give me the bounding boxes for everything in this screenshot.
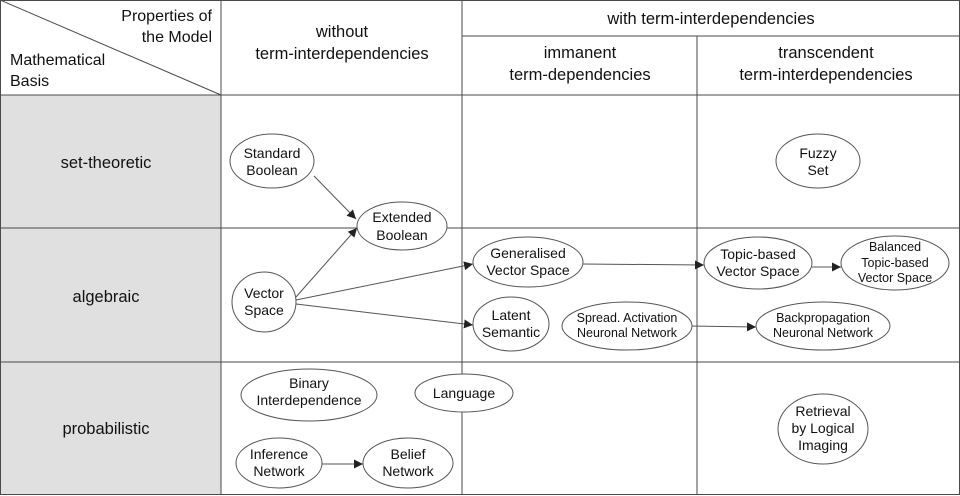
node-latent-semantic-line1: Latent (492, 307, 531, 323)
corner-diagonal (0, 0, 222, 96)
node-balanced-line2: Topic-based (861, 256, 928, 270)
node-inference-line2: Network (253, 463, 305, 479)
node-extended-boolean: Extended Boolean (356, 201, 448, 251)
node-belief-network: Belief Network (362, 437, 454, 489)
row-set-theoretic: set-theoretic (61, 154, 152, 172)
corner-properties-line1: Properties of (121, 8, 212, 25)
node-extended-boolean-line1: Extended (372, 209, 431, 225)
edge-generalised-to-topic-based (581, 260, 705, 270)
node-retrieval-line3: Imaging (798, 437, 848, 453)
node-generalised-vector-space: Generalised Vector Space (472, 236, 584, 288)
node-spread-activation-line2: Neuronal Network (577, 326, 678, 340)
corner-basis-line2: Basis (10, 73, 49, 90)
node-balanced-topic-based-vector-space: Balanced Topic-based Vector Space (840, 235, 950, 291)
node-language: Language (414, 373, 514, 413)
node-spread-activation-neuronal-network: Spread. Activation Neuronal Network (561, 301, 693, 351)
edge-standard-to-extended-boolean (313, 175, 357, 220)
node-spread-activation-line1: Spread. Activation (577, 311, 678, 325)
edges (295, 175, 841, 469)
node-fuzzy-set-line2: Set (807, 162, 828, 178)
node-vector-space-line2: Space (244, 302, 284, 318)
node-topic-based-line2: Vector Space (716, 263, 799, 279)
edge-vector-to-latent-semantic (295, 303, 474, 329)
node-backpropagation-line1: Backpropagation (776, 311, 870, 325)
node-standard-boolean-line1: Standard (244, 145, 301, 161)
corner-properties-line2: the Model (142, 29, 212, 46)
column-immanent-line2: term-dependencies (509, 66, 650, 84)
node-binary-interdependence: Binary Interdependence (240, 368, 378, 422)
row-algebraic: algebraic (73, 288, 140, 306)
node-generalised-line1: Generalised (490, 245, 566, 261)
column-without-line2: term-interdependencies (255, 45, 428, 63)
node-vector-space-line1: Vector (244, 285, 284, 301)
node-inference-line1: Inference (250, 446, 309, 462)
edge-vector-to-generalised (295, 261, 474, 301)
node-topic-based-line1: Topic-based (720, 246, 796, 262)
column-transcendent-line1: transcendent (778, 44, 874, 62)
column-with-header: with term-interdependencies (606, 10, 814, 28)
node-latent-semantic-line2: Semantic (482, 324, 540, 340)
node-retrieval-line2: by Logical (791, 420, 854, 436)
node-fuzzy-set: Fuzzy Set (775, 133, 861, 189)
node-fuzzy-set-line1: Fuzzy (799, 145, 836, 161)
node-vector-space: Vector Space (231, 271, 297, 333)
node-standard-boolean: Standard Boolean (229, 133, 315, 189)
node-topic-based-vector-space: Topic-based Vector Space (703, 236, 813, 290)
node-generalised-line2: Vector Space (486, 262, 569, 278)
node-belief-line1: Belief (390, 446, 425, 462)
corner-basis-line1: Mathematical (10, 52, 105, 69)
column-without-line1: without (315, 23, 369, 41)
edge-spread-activation-to-backprop (689, 322, 757, 332)
node-backpropagation-line2: Neuronal Network (773, 326, 874, 340)
column-immanent-line1: immanent (544, 44, 617, 62)
row-probabilistic: probabilistic (62, 420, 149, 438)
node-language-line1: Language (433, 385, 496, 401)
edge-vector-to-extended-boolean (295, 227, 358, 298)
node-belief-line2: Network (382, 463, 434, 479)
node-extended-boolean-line2: Boolean (376, 227, 427, 243)
node-retrieval-by-logical-imaging: Retrieval by Logical Imaging (777, 393, 869, 465)
column-transcendent-line2: term-interdependencies (739, 66, 912, 84)
node-balanced-line1: Balanced (869, 240, 921, 254)
row-header-background (0, 95, 221, 495)
node-inference-network: Inference Network (235, 437, 323, 489)
node-backpropagation-neuronal-network: Backpropagation Neuronal Network (755, 301, 891, 351)
node-binary-line1: Binary (289, 375, 329, 391)
node-standard-boolean-line2: Boolean (246, 162, 297, 178)
node-latent-semantic: Latent Semantic (472, 296, 550, 352)
node-balanced-line3: Vector Space (858, 271, 932, 285)
node-retrieval-line1: Retrieval (795, 403, 850, 419)
node-binary-line2: Interdependence (256, 392, 361, 408)
